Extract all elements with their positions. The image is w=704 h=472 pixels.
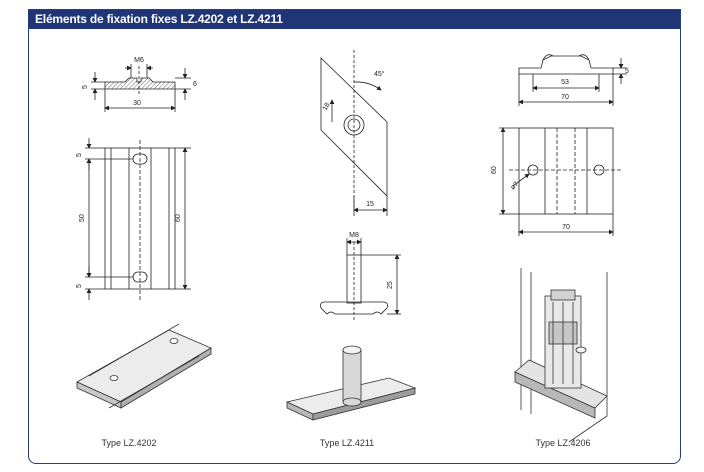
dim-60-a: 60 xyxy=(175,214,182,222)
dim-60-b: 60 xyxy=(491,166,498,174)
lz4202-perspective xyxy=(76,323,212,409)
dim-m8: M8 xyxy=(349,232,359,239)
dim-53: 53 xyxy=(561,79,569,86)
dim-5-c: 5 xyxy=(625,68,629,75)
dim-45deg: 45° xyxy=(374,70,385,78)
dim-hole-7: ø7 xyxy=(509,181,520,192)
dim-50: 50 xyxy=(79,214,86,222)
dim-18: 18 xyxy=(322,102,332,112)
dim-70-b: 70 xyxy=(562,224,570,231)
technical-drawings: M6 5 6 30 5 50 60 5 xyxy=(76,50,629,443)
lz4211-perspective xyxy=(285,345,417,421)
dim-5-a: 5 xyxy=(76,153,83,157)
catalog-panel: Eléments de fixation fixes LZ.4202 et LZ… xyxy=(28,9,681,464)
dim-5-top: 5 xyxy=(82,85,89,89)
lz4211-angled-view xyxy=(320,50,388,216)
dim-6: 6 xyxy=(193,81,197,88)
lz4206-perspective xyxy=(514,268,608,443)
dim-70-a: 70 xyxy=(561,94,569,101)
caption-lz4206: Type LZ.4206 xyxy=(535,438,591,448)
dim-25: 25 xyxy=(387,281,394,289)
lz4202-section-view xyxy=(91,64,191,112)
lz4211-side-view xyxy=(320,238,401,322)
caption-lz4202: Type LZ.4202 xyxy=(101,438,157,448)
dim-30: 30 xyxy=(133,100,141,107)
dim-m6: M6 xyxy=(134,57,144,64)
caption-lz4211: Type LZ.4211 xyxy=(319,438,375,448)
lz4202-top-view xyxy=(85,138,191,300)
title-bar: Eléments de fixation fixes LZ.4202 et LZ… xyxy=(29,10,680,29)
dim-15: 15 xyxy=(366,201,374,208)
lz4206-top-view xyxy=(499,127,623,236)
panel-title: Eléments de fixation fixes LZ.4202 et LZ… xyxy=(35,12,283,26)
lz4206-section-view xyxy=(518,54,627,106)
dim-5-b: 5 xyxy=(76,284,83,288)
